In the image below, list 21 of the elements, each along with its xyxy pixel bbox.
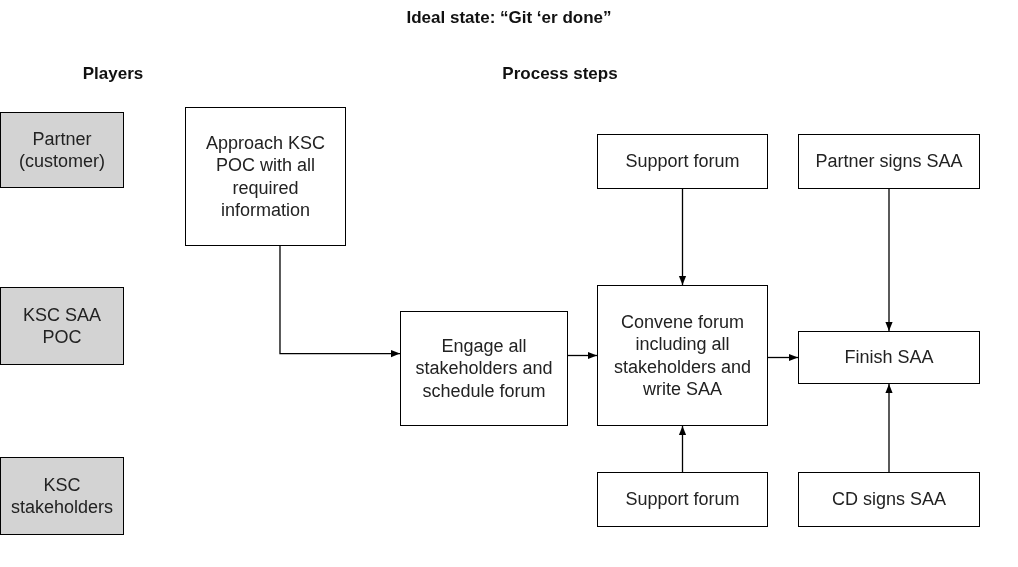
process-box: Support forum xyxy=(597,472,768,527)
process-box: Finish SAA xyxy=(798,331,980,384)
process-box: Engage all stakeholders and schedule forum xyxy=(400,311,568,426)
arrow xyxy=(885,188,893,332)
arrow xyxy=(279,245,401,358)
arrow xyxy=(767,353,799,362)
process-box: Support forum xyxy=(597,134,768,189)
player-box: Partner (customer) xyxy=(0,112,124,188)
arrow xyxy=(567,351,598,360)
player-box: KSC SAA POC xyxy=(0,287,124,365)
arrow xyxy=(678,188,687,286)
process-box: Approach KSC POC with all required information xyxy=(185,107,346,246)
diagram-title: Ideal state: “Git ‘er done” xyxy=(406,8,612,28)
column-heading: Process steps xyxy=(502,64,618,84)
process-box: Convene forum including all stakeholders and write SAA xyxy=(597,285,768,426)
arrow xyxy=(678,425,687,473)
process-box: CD signs SAA xyxy=(798,472,980,527)
arrow xyxy=(885,383,893,473)
player-box: KSC stakeholders xyxy=(0,457,124,535)
column-heading: Players xyxy=(82,64,144,84)
process-box: Partner signs SAA xyxy=(798,134,980,189)
